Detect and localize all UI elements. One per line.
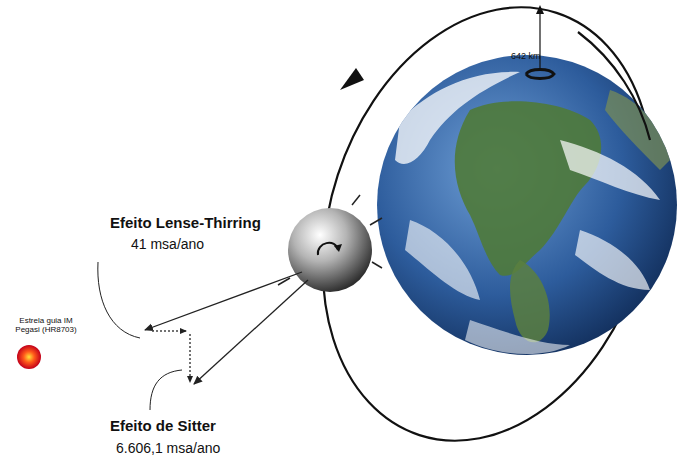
earth — [377, 55, 677, 355]
orbit-arrowhead — [340, 68, 364, 90]
orbit — [269, 0, 677, 465]
effect-value: 41 msa/ano — [131, 236, 204, 252]
drift-component — [152, 330, 186, 332]
star-label: Estrela guia IM Pegasi (HR8703) — [10, 316, 82, 334]
spin-axis-arrow — [194, 280, 308, 384]
effect-name: Efeito Lense-Thirring — [110, 214, 261, 231]
effect-name: Efeito de Sitter — [110, 417, 216, 434]
star-symbol — [14, 342, 44, 372]
leader-line — [150, 370, 182, 410]
effect-value: 6.606,1 msa/ano — [116, 440, 220, 456]
leader-line — [98, 262, 140, 338]
gyroscope-sphere — [278, 195, 382, 292]
drift-component — [189, 334, 191, 382]
altitude-label: 642 km — [511, 51, 541, 61]
guide-star: Estrela guia IM Pegasi (HR8703) — [2, 316, 90, 374]
spin-axis-arrow — [145, 272, 302, 330]
earth-rotation-arrow — [526, 70, 554, 79]
